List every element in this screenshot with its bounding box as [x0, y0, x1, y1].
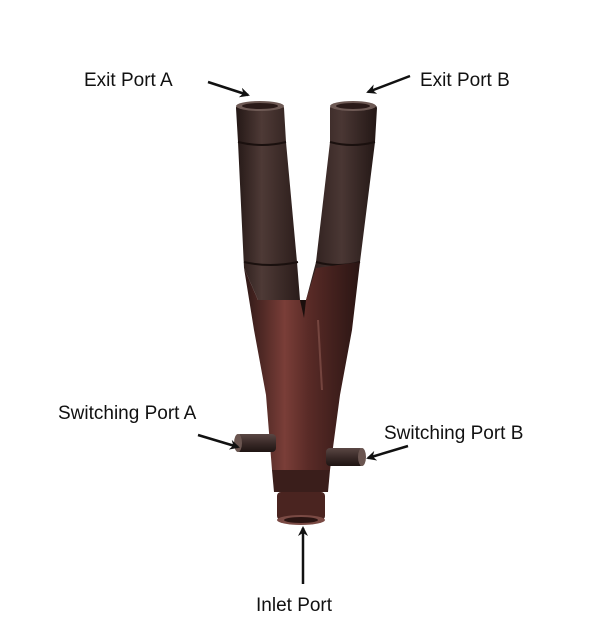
label-exit-port-a: Exit Port A — [84, 70, 173, 91]
switching-stub-a — [234, 434, 276, 452]
arrow-exit-a — [207, 80, 250, 98]
label-switching-port-a: Switching Port A — [58, 403, 197, 424]
label-exit-port-b: Exit Port B — [420, 70, 510, 91]
arrow-switch-b — [366, 444, 409, 461]
exit-arm-a — [236, 101, 300, 300]
splitter-body — [244, 262, 360, 470]
arrow-exit-b — [366, 74, 411, 94]
switching-stub-b — [326, 448, 366, 466]
label-switching-port-b: Switching Port B — [384, 423, 524, 444]
exit-arm-b — [306, 101, 377, 300]
arrows — [197, 74, 411, 584]
arrow-switch-a — [197, 433, 240, 450]
inlet-section — [272, 470, 330, 525]
label-inlet-port: Inlet Port — [256, 595, 333, 616]
